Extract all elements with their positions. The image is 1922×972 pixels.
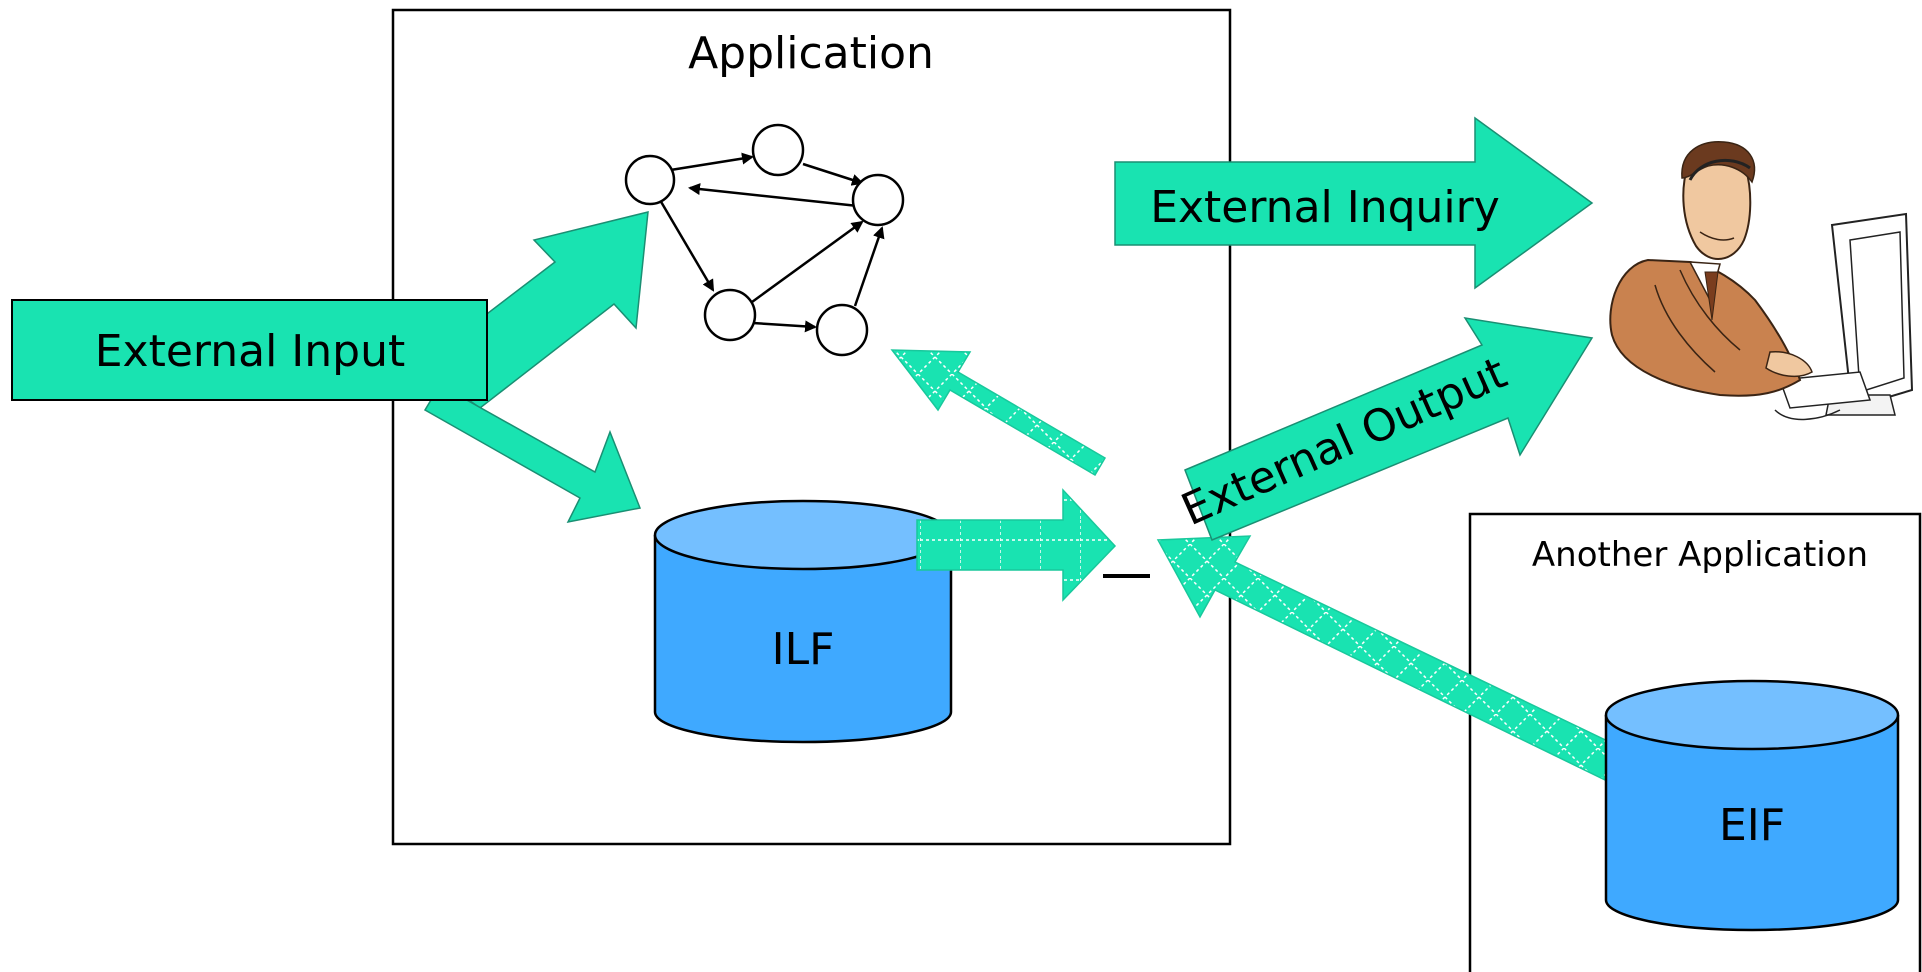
graph-node-3 — [851, 173, 905, 227]
external-input-lower-arrow — [423, 383, 642, 524]
to-process-arrow — [890, 349, 1107, 477]
external-input-arrow: External Input — [11, 211, 649, 524]
application-title: Application — [688, 28, 934, 79]
external-output-label: External Output — [1174, 347, 1514, 536]
application-box — [391, 8, 1232, 846]
another-application-title: Another Application — [1532, 535, 1868, 575]
user-at-computer-icon — [1609, 141, 1914, 421]
eif-label: EIF — [1719, 800, 1785, 851]
graph-node-1 — [624, 154, 676, 206]
graph-node-5 — [815, 303, 869, 357]
process-graph-icon — [624, 123, 905, 357]
graph-node-2 — [751, 123, 805, 177]
external-output-arrow: External Output — [1174, 317, 1594, 541]
ilf-label: ILF — [772, 624, 835, 675]
external-input-label: External Input — [95, 326, 405, 377]
eif-inbound-arrow — [1156, 535, 1624, 781]
graph-node-4 — [703, 288, 757, 342]
external-inquiry-label: External Inquiry — [1150, 182, 1500, 233]
another-application-box — [1468, 512, 1922, 972]
external-input-box — [11, 299, 488, 401]
ilf-outbound-arrow — [916, 488, 1117, 602]
external-inquiry-arrow: External Inquiry — [1114, 116, 1594, 290]
ilf-cylinder: ILF — [653, 499, 953, 744]
eif-cylinder: EIF — [1604, 679, 1900, 932]
